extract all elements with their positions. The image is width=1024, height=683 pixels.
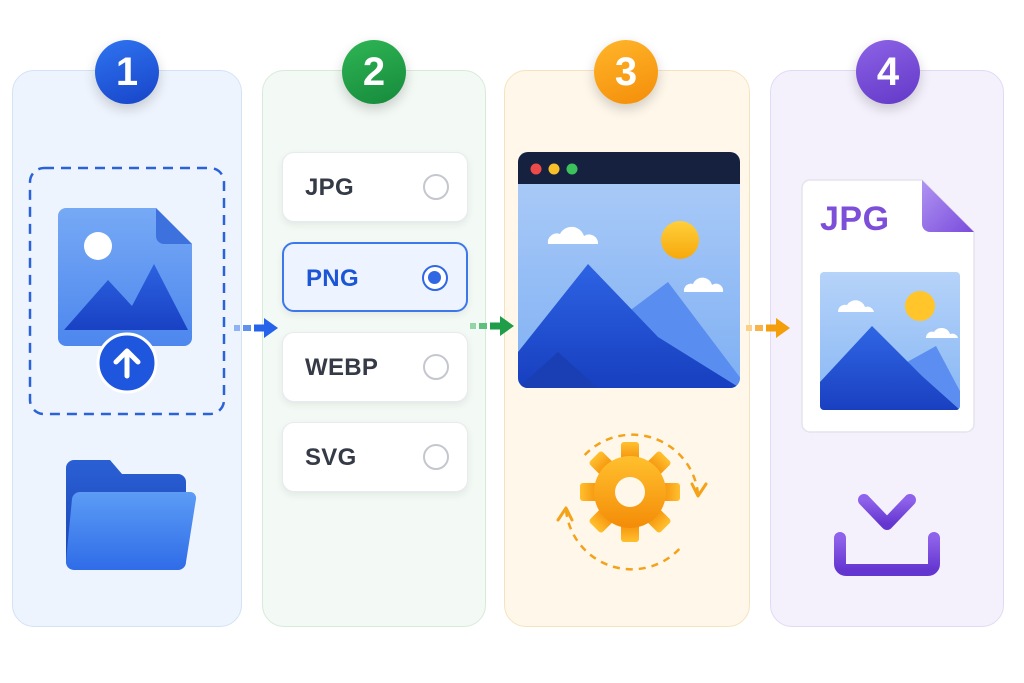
format-label: PNG: [306, 265, 359, 292]
format-label: JPG: [305, 174, 354, 201]
radio-button-selected[interactable]: [422, 265, 448, 291]
format-option-jpg[interactable]: JPG: [282, 152, 468, 222]
radio-dot: [428, 271, 441, 284]
radio-button[interactable]: [423, 444, 449, 470]
step-2-badge: 2: [342, 40, 406, 104]
step-4-badge: 4: [856, 40, 920, 104]
format-option-webp[interactable]: WEBP: [282, 332, 468, 402]
download-icon[interactable]: [832, 460, 942, 578]
arrow-right-icon: [470, 314, 516, 338]
upload-arrow-icon[interactable]: [96, 332, 158, 394]
jpg-document-icon: [800, 176, 978, 434]
step-3-badge: 3: [594, 40, 658, 104]
step-1-badge: 1: [95, 40, 159, 104]
radio-button[interactable]: [423, 174, 449, 200]
refresh-cycle-icon: [552, 430, 712, 574]
folder-icon[interactable]: [58, 454, 198, 574]
format-option-png[interactable]: PNG: [282, 242, 468, 312]
arrow-right-icon: [234, 316, 280, 340]
format-label: SVG: [305, 444, 357, 471]
image-file-icon: [56, 204, 196, 350]
radio-button[interactable]: [423, 354, 449, 380]
arrow-right-icon: [746, 316, 792, 340]
output-format-label: JPG: [820, 200, 890, 238]
format-option-svg[interactable]: SVG: [282, 422, 468, 492]
gear-icon: [578, 440, 682, 544]
upload-dropzone[interactable]: [28, 166, 226, 416]
format-label: WEBP: [305, 354, 379, 381]
browser-window-icon: [518, 152, 740, 388]
